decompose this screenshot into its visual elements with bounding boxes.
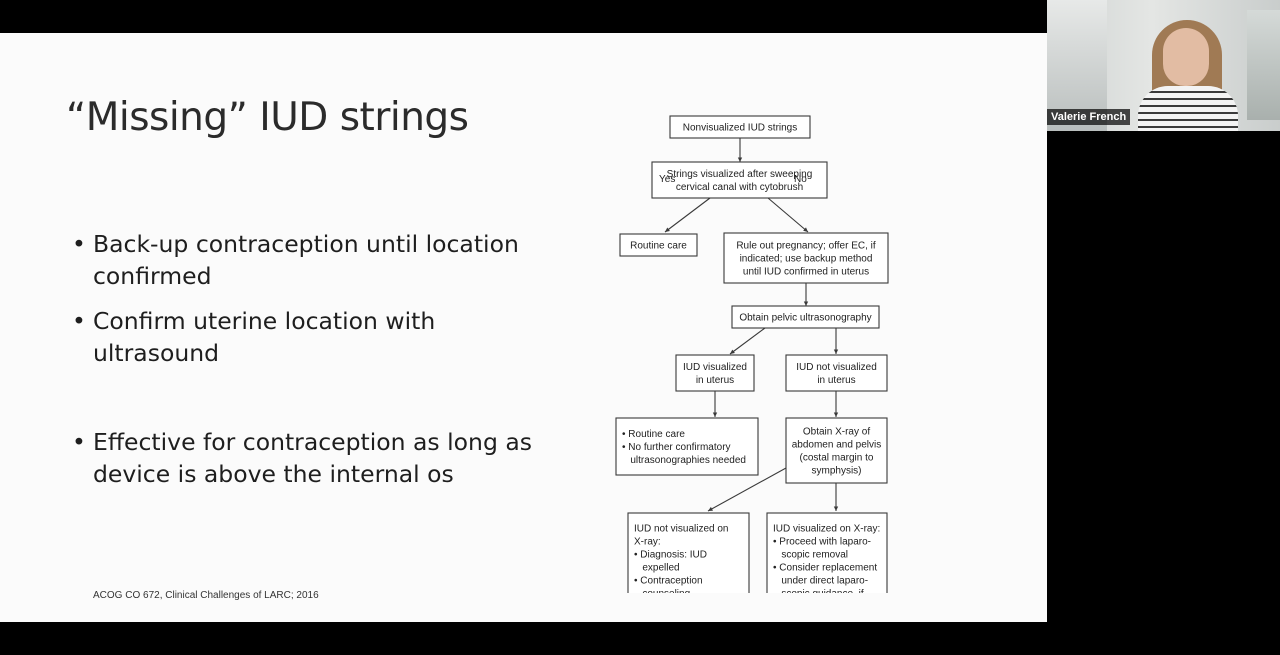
flowchart-node-text: • No further confirmatory <box>622 442 731 453</box>
edge-label-yes: Yes <box>659 174 675 185</box>
flowchart-box <box>619 233 698 257</box>
flowchart-arrow <box>729 327 766 355</box>
flowchart-node-vis-uterus: IUD visualized in uterus <box>675 354 755 392</box>
flowchart-box <box>627 512 750 593</box>
participant-face <box>1163 28 1209 86</box>
flowchart-node-text: under direct laparo- <box>773 576 868 587</box>
flowchart-node-text: ultrasonographies needed <box>622 455 746 466</box>
flowchart-node-routine1: Routine care <box>619 233 698 257</box>
flowchart-node-text: Obtain pelvic ultrasonography <box>739 313 871 324</box>
flowchart-node-sweep: Strings visualized after sweeping cervica… <box>651 161 828 199</box>
flowchart-box <box>723 232 889 284</box>
flowchart-node-notvis-xray: IUD not visualized on X-ray: • Diagnosis: … <box>627 512 750 594</box>
flowchart-arrowhead <box>737 157 743 162</box>
flowchart-node-text: Obtain X-ray of <box>803 427 870 438</box>
bullet-confirm-location: Confirm uterine location with ultrasound <box>72 305 543 369</box>
flowchart-node-ruleout: Rule out pregnancy; offer EC, if indicate… <box>723 232 889 284</box>
flowchart-arrowhead <box>665 227 670 232</box>
flowchart-node-text: • Routine care <box>622 429 685 440</box>
flowchart-node-xray: Obtain X-ray of abdomen and pelvis (costal… <box>785 417 888 484</box>
flowchart-arrowhead <box>833 349 839 354</box>
flowchart-node-text: IUD visualized on X-ray: <box>773 524 880 535</box>
flowchart-node-text: counseling <box>634 589 690 594</box>
flowchart-node-text: Routine care <box>630 241 687 252</box>
flowchart-box <box>675 354 755 392</box>
flowchart-node-text: abdomen and pelvis <box>792 440 882 451</box>
citation: ACOG CO 672, Clinical Challenges of LARC… <box>93 590 319 601</box>
flowchart-node-text: expelled <box>634 563 680 574</box>
flowchart-box <box>785 354 888 392</box>
flowchart-arrowhead <box>833 506 839 511</box>
flowchart-node-text: • Consider replacement <box>773 563 877 574</box>
flowchart-arrowhead <box>730 349 735 354</box>
flowchart-arrow <box>707 467 787 512</box>
flowchart-box <box>766 512 888 593</box>
flowchart-node-text: (costal margin to <box>800 453 874 464</box>
flowchart-node-text: IUD not visualized <box>796 362 877 373</box>
flowchart-node-text: Nonvisualized IUD strings <box>683 123 798 134</box>
flowchart-node-ultrasound: Obtain pelvic ultrasonography <box>731 305 880 329</box>
flowchart-node-text: in uterus <box>817 375 855 386</box>
slide-title: “Missing” IUD strings <box>66 95 469 140</box>
bullet-backup-contraception: Back-up contraception until location con… <box>72 228 543 292</box>
flowchart-arrow <box>664 197 711 233</box>
flowchart-node-notvis-uterus: IUD not visualized in uterus <box>785 354 888 392</box>
flowchart-node-start: Nonvisualized IUD strings <box>669 115 811 139</box>
edge-label-no: No <box>794 174 807 185</box>
flowchart-arrow <box>767 197 809 233</box>
flowchart-box <box>669 115 811 139</box>
participant-name-label: Valerie French <box>1047 109 1131 125</box>
flowchart-node-text: • Contraception <box>634 576 703 587</box>
flowchart-box <box>731 305 880 329</box>
flowchart-node-text: scopic guidance, if <box>773 589 864 594</box>
flowchart-arrowhead <box>803 227 808 232</box>
flowchart-node-text: Strings visualized after sweeping <box>667 169 813 180</box>
flowchart-node-text: scopic removal <box>773 550 848 561</box>
flowchart-node-vis-xray: IUD visualized on X-ray: • Proceed with l… <box>766 512 888 594</box>
flowchart-box <box>615 417 759 476</box>
flowchart-box <box>785 417 888 484</box>
flowchart-node-text: • Proceed with laparo- <box>773 537 871 548</box>
flowchart-arrowhead <box>712 412 718 417</box>
flowchart-node-text: IUD not visualized on <box>634 524 729 535</box>
flowchart-node-text: until IUD confirmed in uterus <box>743 267 869 278</box>
flowchart-node-text: X-ray: <box>634 537 661 548</box>
video-background-plant <box>1247 10 1280 120</box>
flowchart-node-text: • Diagnosis: IUD <box>634 550 707 561</box>
participant-body <box>1138 86 1238 131</box>
flowchart-arrowhead <box>833 412 839 417</box>
presentation-slide: “Missing” IUD strings Back-up contracept… <box>0 33 1047 622</box>
flowchart-node-text: cervical canal with cytobrush <box>676 182 803 193</box>
flowchart-node-text: in uterus <box>696 375 734 386</box>
flowchart-box <box>651 161 828 199</box>
flowchart-node-text: symphysis) <box>811 466 861 477</box>
flowchart-node-text: indicated; use backup method <box>740 254 873 265</box>
flowchart-node-text: IUD visualized <box>683 362 747 373</box>
flowchart-arrowhead <box>803 301 809 306</box>
flowchart-node-text: Rule out pregnancy; offer EC, if <box>736 241 876 252</box>
flowchart-arrowhead <box>708 506 713 511</box>
bullet-effective-contraception: Effective for contraception as long as d… <box>72 426 543 490</box>
flowchart-node-routine2: • Routine care• No further confirmatory … <box>615 417 759 476</box>
flowchart-edges <box>664 138 839 512</box>
